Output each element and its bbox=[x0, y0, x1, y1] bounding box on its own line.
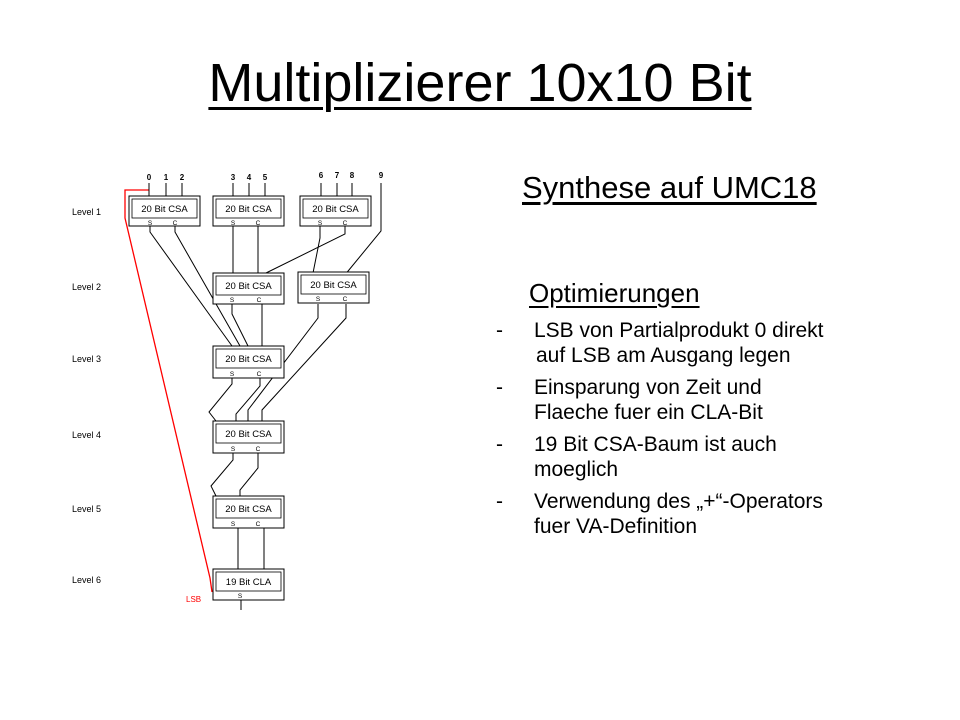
carry-port: C bbox=[256, 446, 261, 453]
bullet-dash: - bbox=[496, 376, 503, 399]
carry-port: C bbox=[256, 521, 261, 528]
input-label: 1 bbox=[164, 173, 169, 182]
bullet-continuation: fuer VA-Definition bbox=[496, 514, 936, 539]
cla-block-l6: 19 Bit CLA S bbox=[212, 568, 285, 601]
sum-port: S bbox=[148, 220, 153, 227]
bullet-text: Flaeche fuer ein CLA-Bit bbox=[534, 401, 763, 424]
bullet-text: Verwendung des „+“-Operators bbox=[534, 490, 823, 513]
bullet-dash: - bbox=[496, 433, 503, 456]
level-label: Level 5 bbox=[72, 504, 101, 514]
csa-label: 20 Bit CSA bbox=[225, 281, 272, 292]
bullet-text: LSB von Partialprodukt 0 direkt bbox=[534, 319, 824, 342]
level-label: Level 3 bbox=[72, 354, 101, 364]
bullet-item: - LSB von Partialprodukt 0 direkt bbox=[496, 318, 936, 343]
bullet-item: - 19 Bit CSA-Baum ist auch bbox=[496, 432, 936, 457]
level-labels: Level 1 Level 2 Level 3 Level 4 Level 5 … bbox=[72, 207, 101, 585]
bullet-continuation: auf LSB am Ausgang legen bbox=[496, 343, 936, 368]
csa-block-l1-c: 20 Bit CSA S C bbox=[299, 195, 372, 227]
bullet-text: 19 Bit CSA-Baum ist auch bbox=[534, 433, 777, 456]
sum-port: S bbox=[318, 220, 323, 227]
input-wires bbox=[148, 183, 382, 277]
csa-label: 20 Bit CSA bbox=[225, 504, 272, 515]
lsb-label: LSB bbox=[186, 595, 201, 604]
adder-blocks: 20 Bit CSA S C 20 Bit CSA S C 20 Bit CSA… bbox=[128, 195, 372, 601]
bullet-text: auf LSB am Ausgang legen bbox=[536, 344, 791, 367]
csa-block-l4: 20 Bit CSA S C bbox=[212, 420, 285, 454]
bullet-item: - Verwendung des „+“-Operators bbox=[496, 489, 936, 514]
carry-port: C bbox=[257, 371, 262, 378]
csa-label: 20 Bit CSA bbox=[225, 429, 272, 440]
input-label: 9 bbox=[379, 171, 384, 180]
csa-block-l2-a: 20 Bit CSA S C bbox=[212, 272, 285, 305]
carry-port: C bbox=[343, 296, 348, 303]
input-labels: 0 1 2 3 4 5 6 7 8 9 bbox=[147, 171, 384, 182]
input-label: 5 bbox=[263, 173, 268, 182]
carry-port: C bbox=[256, 220, 261, 227]
bullet-continuation: Flaeche fuer ein CLA-Bit bbox=[496, 400, 936, 425]
input-label: 4 bbox=[247, 173, 252, 182]
sum-port: S bbox=[231, 521, 236, 528]
level-label: Level 4 bbox=[72, 430, 101, 440]
bullet-text: fuer VA-Definition bbox=[534, 515, 698, 538]
input-label: 0 bbox=[147, 173, 152, 182]
sum-port: S bbox=[316, 296, 321, 303]
csa-block-l5: 20 Bit CSA S C bbox=[212, 495, 285, 529]
csa-tree-diagram: LSB bbox=[72, 171, 384, 610]
input-label: 7 bbox=[335, 171, 340, 180]
bullet-item: - Einsparung von Zeit und bbox=[496, 375, 936, 400]
carry-port: C bbox=[173, 220, 178, 227]
csa-block-l1-a: 20 Bit CSA S C bbox=[128, 195, 201, 227]
input-label: 8 bbox=[350, 171, 355, 180]
carry-port: C bbox=[343, 220, 348, 227]
optimizations-list: - LSB von Partialprodukt 0 direkt auf LSB… bbox=[496, 318, 936, 539]
csa-label: 20 Bit CSA bbox=[225, 354, 272, 365]
bullet-text: moeglich bbox=[534, 458, 619, 481]
bullet-dash: - bbox=[496, 490, 503, 513]
csa-label: 20 Bit CSA bbox=[225, 204, 272, 215]
bullet-dash: - bbox=[496, 319, 503, 342]
csa-block-l3: 20 Bit CSA S C bbox=[212, 345, 285, 379]
level-label: Level 6 bbox=[72, 575, 101, 585]
sum-port: S bbox=[238, 593, 243, 600]
input-label: 3 bbox=[231, 173, 236, 182]
sum-port: S bbox=[231, 446, 236, 453]
input-label: 6 bbox=[319, 171, 324, 180]
level-label: Level 2 bbox=[72, 282, 101, 292]
level-label: Level 1 bbox=[72, 207, 101, 217]
sum-port: S bbox=[230, 297, 235, 304]
slide-title: Multiplizierer 10x10 Bit bbox=[208, 53, 752, 113]
interconnect-wires bbox=[149, 226, 347, 610]
csa-block-l1-b: 20 Bit CSA S C bbox=[212, 195, 285, 227]
bullet-text: Einsparung von Zeit und bbox=[534, 376, 762, 399]
csa-block-l2-b: 20 Bit CSA S C bbox=[297, 271, 370, 304]
carry-port: C bbox=[257, 297, 262, 304]
bullet-continuation: moeglich bbox=[496, 457, 936, 482]
optimizations-heading: Optimierungen bbox=[529, 278, 700, 308]
csa-label: 20 Bit CSA bbox=[312, 204, 359, 215]
cla-label: 19 Bit CLA bbox=[226, 577, 272, 588]
sum-port: S bbox=[231, 220, 236, 227]
input-label: 2 bbox=[180, 173, 185, 182]
lsb-bypass-wire bbox=[124, 189, 213, 593]
csa-label: 20 Bit CSA bbox=[141, 204, 188, 215]
subtitle: Synthese auf UMC18 bbox=[522, 170, 817, 205]
sum-port: S bbox=[230, 371, 235, 378]
csa-label: 20 Bit CSA bbox=[310, 280, 357, 291]
